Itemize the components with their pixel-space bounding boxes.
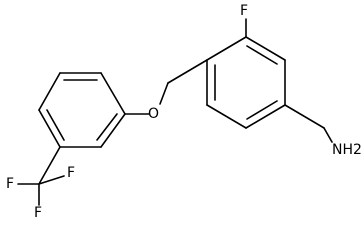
methylene-ether-bond — [167, 59, 208, 84]
ring-left-bond-3 — [38, 72, 61, 111]
chemical-structure: F O NH2 F F F — [6, 3, 362, 221]
atom-labels: F O NH2 F F F — [6, 3, 362, 221]
aminomethyl-bond-1 — [284, 104, 325, 129]
aminomethyl-bond-2 — [323, 127, 333, 143]
ring-right-bond-1 — [245, 36, 286, 61]
ring-left-bond-1 — [100, 72, 126, 115]
ring-left-inner-bond-2 — [46, 109, 65, 141]
amine-label: NH2 — [332, 142, 362, 158]
ether-oxygen-label: O — [148, 106, 159, 122]
bond-lines — [17, 18, 333, 206]
ring-left-inner-bond-3 — [96, 113, 118, 141]
cf3-carbon-bond — [38, 146, 61, 185]
ring-right-bond-4 — [206, 104, 247, 129]
ether-oxygen-bond-right — [159, 82, 169, 105]
ring-left-bond-4 — [38, 109, 61, 148]
cf3-fluorine-right-bond — [38, 175, 65, 185]
ring-left-bond-6 — [100, 113, 126, 148]
ring-right-inner-bond-1 — [246, 45, 278, 65]
cf3-fluorine-bottom-label: F — [34, 205, 42, 221]
ring-right-inner-bond-2 — [246, 100, 278, 120]
cf3-fluorine-left-label: F — [6, 176, 14, 192]
ring-right-bond-6 — [206, 36, 247, 61]
fluorine-top-label: F — [240, 3, 248, 19]
ring-right-bond-3 — [245, 104, 286, 129]
cf3-fluorine-right-label: F — [67, 165, 75, 181]
